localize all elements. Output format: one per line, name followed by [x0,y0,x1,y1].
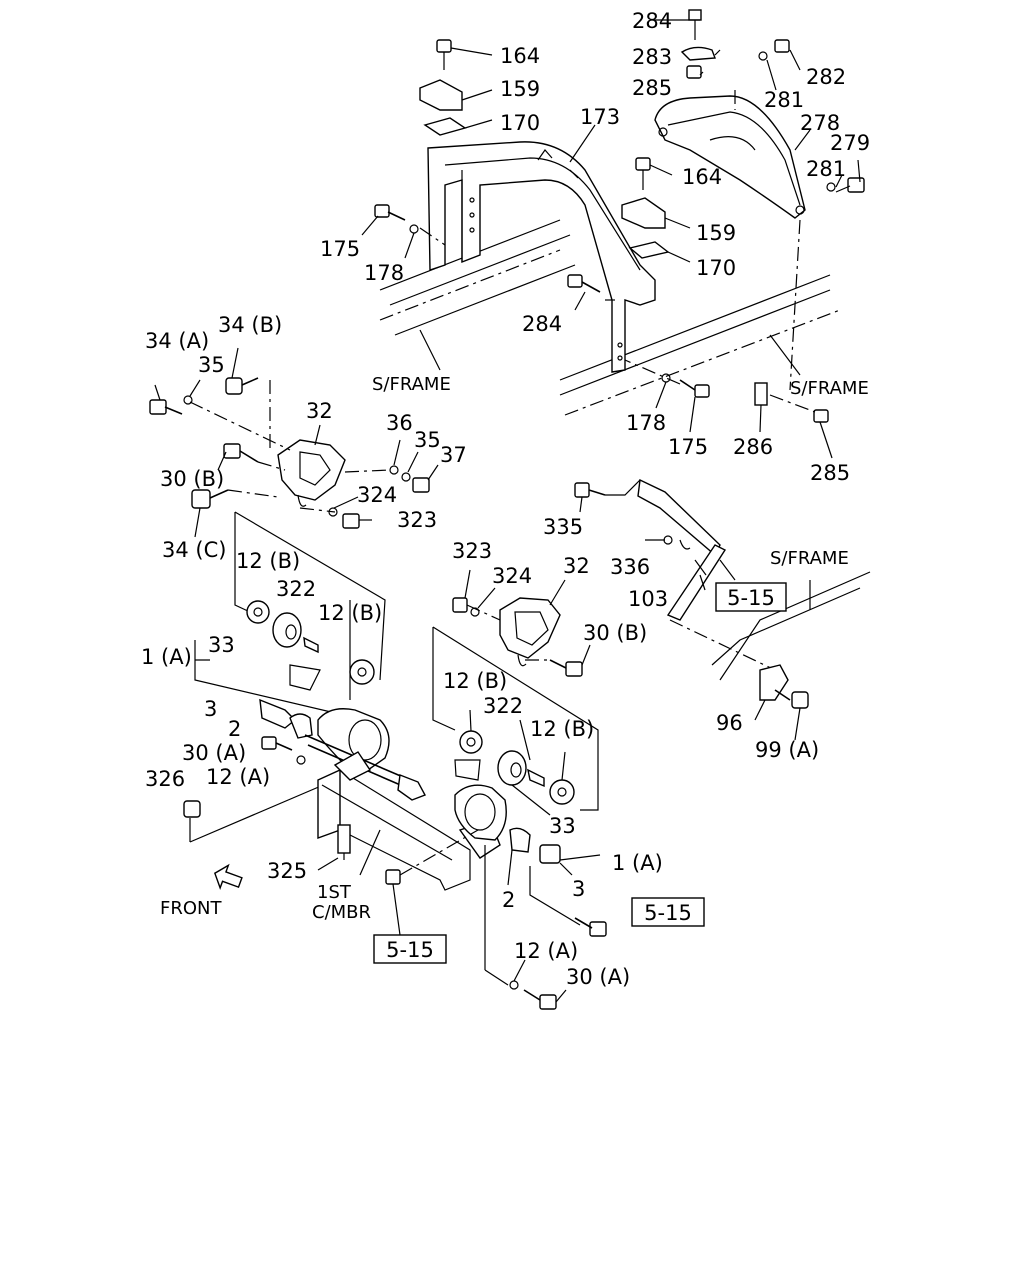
first-cmbr-note-line1: 1ST [317,882,352,903]
front-arrow-icon [213,863,243,890]
callout-322-b: 322 [483,694,523,718]
ref-box-a-label: 5-15 [727,586,775,610]
right-bushing-assembly [385,569,607,1010]
upper-left-mount [149,347,439,538]
callout-3-b: 3 [572,877,585,901]
callout-12b-b: 12 (B) [318,601,382,625]
callout-33-b: 33 [549,814,576,838]
callout-12a-a: 12 (A) [206,765,270,789]
callout-284-top: 284 [632,9,672,33]
callout-12a-b: 12 (A) [514,939,578,963]
front-note: FRONT [160,898,222,919]
callout-12b-c: 12 (B) [443,669,507,693]
callout-335: 335 [543,515,583,539]
callout-30a-a: 30 (A) [182,741,246,765]
callout-286: 286 [733,435,773,459]
frame-bracket-assembly [361,9,865,459]
callout-3-a: 3 [204,697,217,721]
callout-34b: 34 (B) [218,313,282,337]
callout-103: 103 [628,587,668,611]
callout-99a: 99 (A) [755,738,819,762]
callout-2-b: 2 [502,888,515,912]
callout-37: 37 [440,443,467,467]
callout-30a-b: 30 (A) [566,965,630,989]
callout-170-a: 170 [500,111,540,135]
callout-281-b: 281 [806,157,846,181]
callout-323-a: 323 [397,508,437,532]
callout-30b-b: 30 (B) [583,621,647,645]
callout-178-b: 178 [626,411,666,435]
first-cmbr-note-line2: C/MBR [312,902,371,923]
callout-35-b: 35 [414,428,441,452]
callout-336: 336 [610,555,650,579]
callout-175-b: 175 [668,435,708,459]
callout-322-a: 322 [276,577,316,601]
ref-box-c-label: 5-15 [386,938,434,962]
callout-32-b: 32 [563,554,590,578]
callout-173: 173 [580,105,620,129]
callout-164-a: 164 [500,44,540,68]
sframe-note-a: S/FRAME [372,374,451,395]
callout-325: 325 [267,859,307,883]
right-link-assembly [574,478,871,741]
sframe-note-b: S/FRAME [790,378,869,399]
ref-box-b-label: 5-15 [644,901,692,925]
ref-box-a[interactable]: 5-15 [715,582,787,612]
ref-box-b[interactable]: 5-15 [631,897,705,927]
callout-285-b: 285 [810,461,850,485]
callout-1a-b: 1 (A) [612,851,663,875]
callout-170-b: 170 [696,256,736,280]
callout-323-b: 323 [452,539,492,563]
callout-32-a: 32 [306,399,333,423]
callout-175-a: 175 [320,237,360,261]
left-bushing-assembly [183,511,413,843]
callout-324-a: 324 [357,483,397,507]
callout-2-a: 2 [228,717,241,741]
sframe-note-c: S/FRAME [770,548,849,569]
callout-1a-a: 1 (A) [141,645,192,669]
callout-326: 326 [145,767,185,791]
callout-34a: 34 (A) [145,329,209,353]
callout-281-a: 281 [764,88,804,112]
callout-279: 279 [830,131,870,155]
callout-178-a: 178 [364,261,404,285]
callout-282: 282 [806,65,846,89]
callout-278: 278 [800,111,840,135]
callout-12b-a: 12 (B) [236,549,300,573]
callout-96: 96 [716,711,743,735]
callout-283: 283 [632,45,672,69]
callout-164-b: 164 [682,165,722,189]
callout-285-top: 285 [632,76,672,100]
callout-labels: 284 283 285 282 281 278 279 281 164 159 … [141,9,870,989]
ref-box-c[interactable]: 5-15 [373,934,447,964]
callout-34c: 34 (C) [162,538,226,562]
callout-33-a: 33 [208,633,235,657]
callout-35-a: 35 [198,353,225,377]
callout-159-b: 159 [696,221,736,245]
callout-36: 36 [386,411,413,435]
callout-30b-a: 30 (B) [160,467,224,491]
callout-12b-d: 12 (B) [530,717,594,741]
callout-324-b: 324 [492,564,532,588]
callout-159-a: 159 [500,77,540,101]
callout-284-mid: 284 [522,312,562,336]
